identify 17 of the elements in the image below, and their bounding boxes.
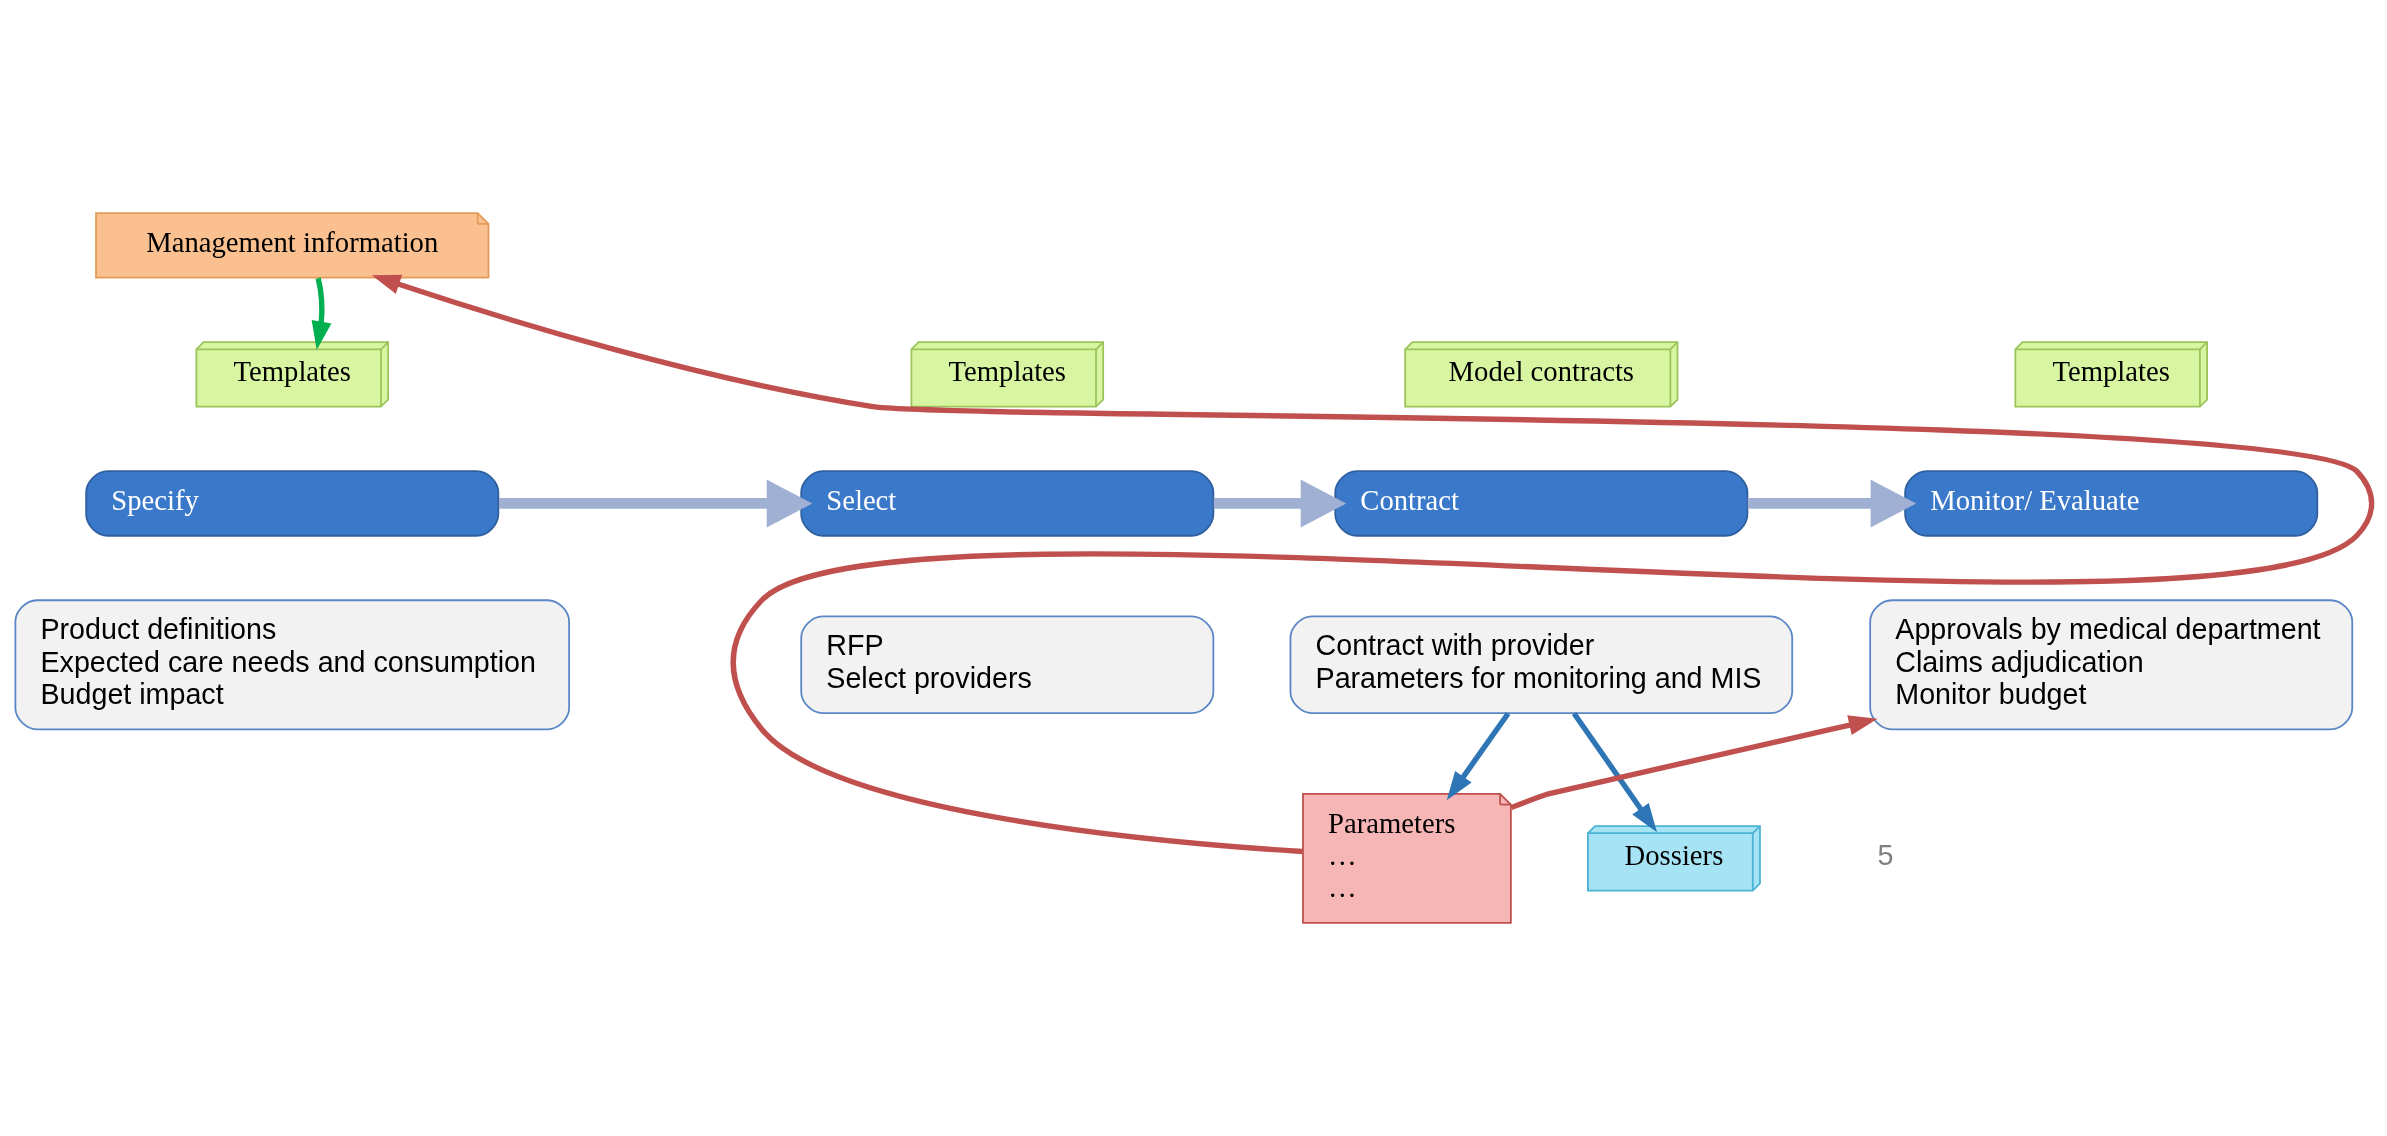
arrow: [311, 277, 332, 351]
arrow: [371, 274, 2374, 855]
node-box: Product definitions Expected care needs and consumption Budget impact: [14, 599, 571, 731]
arrow: [1510, 715, 1878, 811]
arrow: [1747, 479, 1917, 528]
label: 5: [1877, 839, 1894, 872]
node-box: Approvals by medical department Claims adjudication Monitor budget: [1869, 599, 2354, 731]
node-box: Monitor/ Evaluate: [1904, 470, 2319, 537]
arrow: [498, 479, 813, 528]
node-box: Specify: [85, 470, 500, 537]
node-box: Contract with provider Parameters for monitoring and MIS: [1289, 615, 1794, 715]
arrow: [1571, 711, 1657, 833]
arrow: [1446, 711, 1511, 801]
arrow: [1213, 479, 1347, 528]
node-box: Contract: [1334, 470, 1749, 537]
node-box: Select: [800, 470, 1215, 537]
node-box: RFP Select providers: [800, 615, 1215, 715]
